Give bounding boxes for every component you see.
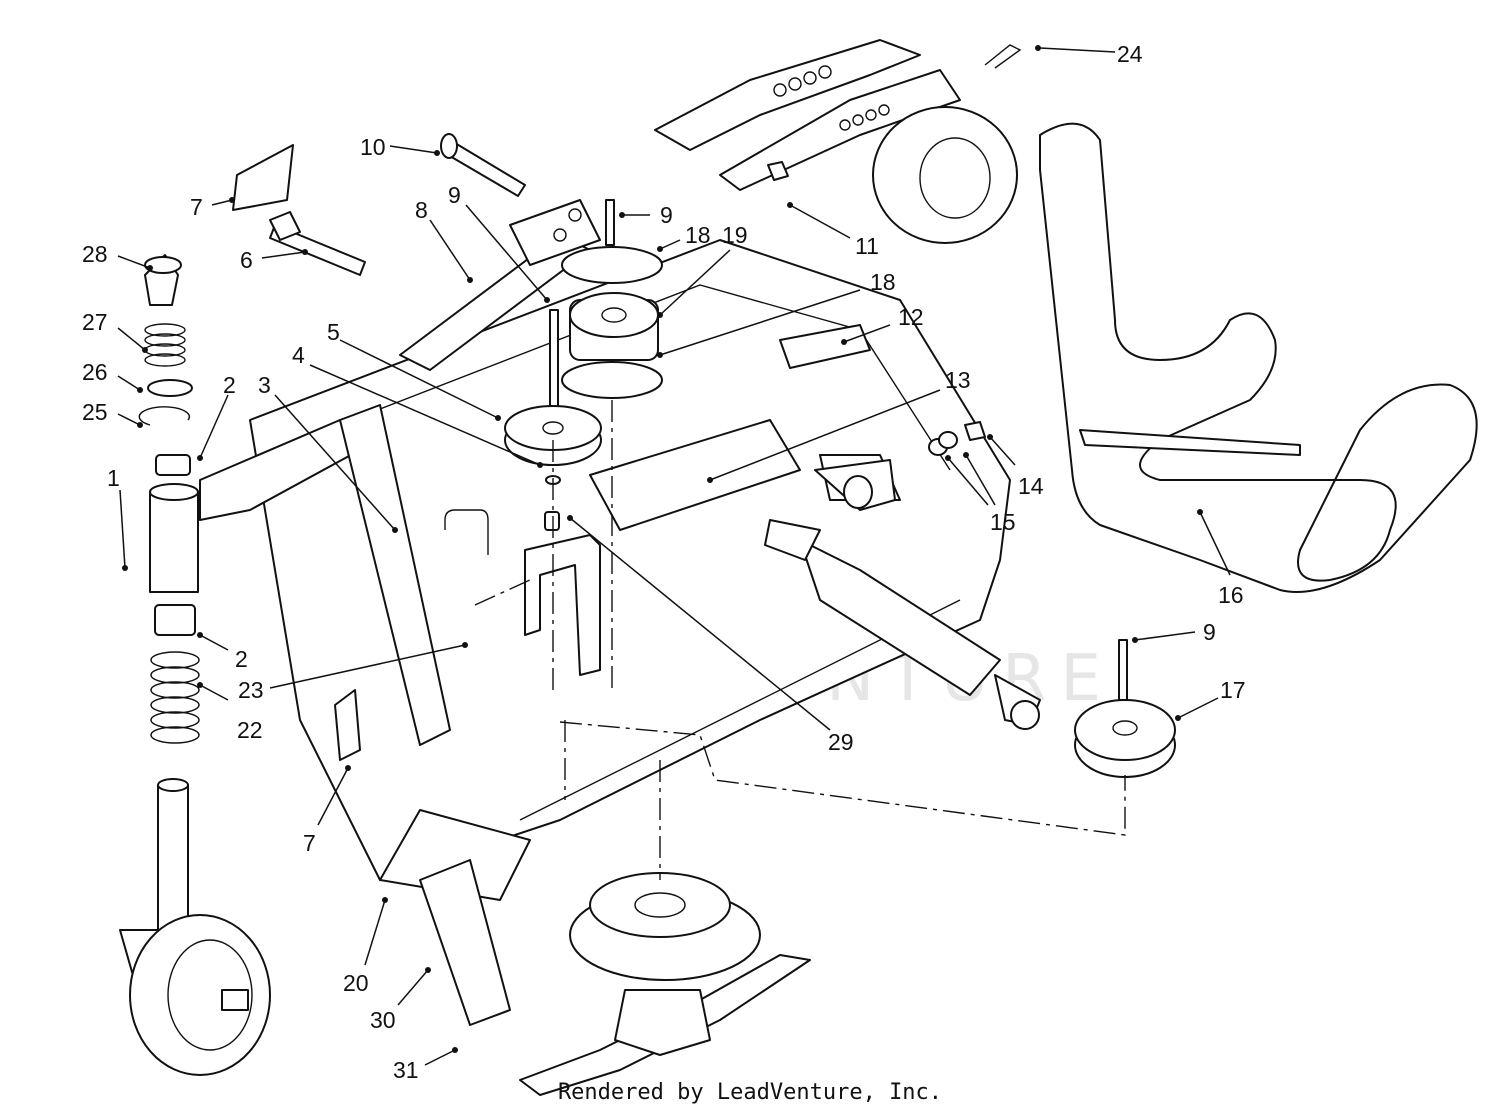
callout-3: 3	[258, 372, 271, 398]
hairpin-24	[984, 44, 1022, 69]
spring-22	[150, 651, 200, 744]
callout-9-top: 9	[660, 202, 673, 228]
leader-lines	[117, 45, 1231, 1066]
callout-7-bottom: 7	[303, 830, 316, 856]
spindle-tube	[149, 491, 199, 593]
callout-15: 15	[990, 509, 1016, 535]
bolt-6	[269, 211, 366, 276]
bushing-2-top	[155, 454, 191, 476]
callout-26: 26	[82, 359, 108, 385]
callout-8: 8	[415, 197, 428, 223]
callout-14: 14	[1018, 473, 1044, 499]
render-credit: Rendered by LeadVenture, Inc.	[557, 1080, 943, 1105]
spacer-bracket	[444, 509, 489, 555]
nut-14	[964, 421, 986, 441]
callout-9-right: 9	[1203, 619, 1216, 645]
pin-10	[440, 133, 526, 197]
snap-ring-25	[138, 406, 190, 426]
callout-20: 20	[343, 970, 369, 996]
spring-27	[144, 323, 186, 367]
callout-18-top: 18	[685, 222, 711, 248]
callout-4: 4	[292, 342, 305, 368]
callout-13: 13	[945, 367, 971, 393]
decal-7-lower	[334, 689, 361, 761]
callout-18-bottom: 18	[870, 269, 896, 295]
callout-10: 10	[360, 134, 386, 160]
washer-15b	[938, 431, 958, 449]
washer-18-bottom	[561, 361, 663, 399]
callout-11: 11	[855, 233, 879, 259]
callout-29: 29	[828, 729, 854, 755]
washer-26	[147, 379, 193, 397]
callout-16: 16	[1218, 582, 1244, 608]
bolt-9-idler	[605, 199, 615, 246]
callout-27: 27	[82, 309, 108, 335]
alignment-lines	[474, 400, 1126, 880]
callout-22: 22	[237, 717, 263, 743]
callout-12: 12	[898, 304, 924, 330]
callout-2-top: 2	[223, 372, 236, 398]
callout-2-bottom: 2	[235, 646, 248, 672]
caster-spindle-stack	[138, 254, 200, 744]
idler-arm-29	[524, 511, 601, 676]
lift-cylinder	[764, 421, 1041, 730]
callout-6: 6	[240, 247, 253, 273]
callout-23: 23	[238, 677, 264, 703]
callout-31: 31	[393, 1057, 419, 1083]
caster-wheel-front	[119, 778, 271, 1076]
spindle-blade-assembly	[519, 872, 811, 1096]
callout-7-top: 7	[190, 194, 203, 220]
pulley-17	[1074, 639, 1176, 778]
drive-belt-16	[1039, 122, 1478, 593]
rear-wheel-bracket	[654, 39, 1022, 244]
callout-9-top-left: 9	[448, 182, 461, 208]
washer-18-top	[561, 246, 663, 284]
callout-25: 25	[82, 399, 108, 425]
idler-pulley-stack	[561, 199, 663, 399]
callout-19: 19	[722, 222, 748, 248]
callout-30: 30	[370, 1007, 396, 1033]
decal-7-top	[232, 144, 294, 211]
callout-17: 17	[1220, 677, 1246, 703]
bushing-2-bottom	[154, 604, 196, 636]
callout-28: 28	[82, 241, 108, 267]
callout-labels: 24 10 7 6 8 9 9 18 19 18 11 12 13 14 15 …	[82, 41, 1246, 1083]
nut-11	[767, 161, 789, 181]
callout-1: 1	[107, 465, 120, 491]
callout-24: 24	[1117, 41, 1143, 67]
callout-5: 5	[327, 319, 340, 345]
